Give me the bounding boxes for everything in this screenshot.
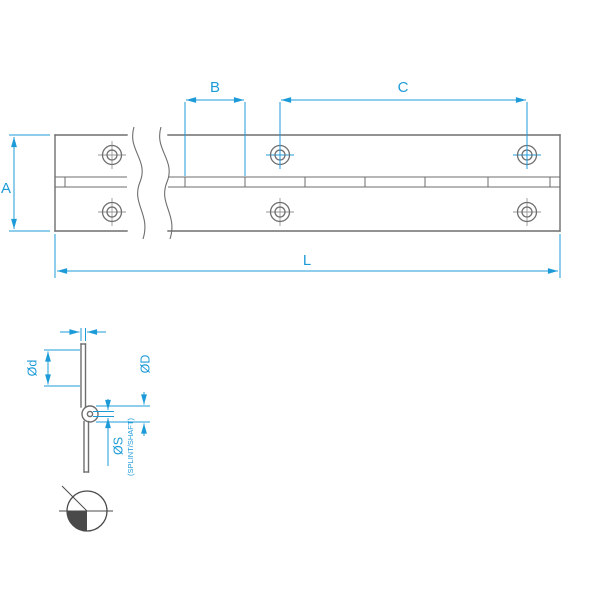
dimension-c-label: C: [398, 79, 409, 96]
symbol-diagonal-line: [61, 485, 88, 512]
dimension-pin: ØS (SPLINT/SHAFT): [93, 399, 135, 476]
hole: [98, 198, 126, 226]
dimension-d-small: Ød: [25, 349, 80, 387]
hole: [98, 141, 126, 169]
hole-inner: [274, 206, 286, 218]
hole-outer: [516, 201, 538, 223]
hole: [513, 198, 541, 226]
hole-outer: [101, 201, 123, 223]
knuckle-band: [55, 176, 560, 188]
dimension-pin-note: (SPLINT/SHAFT): [126, 418, 135, 476]
dimension-c: C: [279, 79, 528, 169]
dimension-a-label: A: [1, 180, 11, 197]
filled-quadrant: [67, 511, 87, 531]
dimension-b-label: B: [210, 79, 220, 96]
upper-leaf: [80, 343, 87, 408]
dimension-d-large-label: ØD: [138, 355, 152, 374]
break-line: [132, 126, 146, 240]
hinge-top-view: A B C L: [1, 79, 561, 278]
projection-symbol: [59, 485, 113, 532]
hinge-section-view: Ød ØD ØS (SPLINT/SHAFT): [25, 328, 152, 476]
dimension-pin-label: ØS: [111, 437, 125, 455]
hole-outer: [101, 144, 123, 166]
hole-inner: [106, 206, 118, 218]
break-line: [159, 126, 173, 240]
dimension-b: B: [184, 79, 246, 176]
break-lines: [132, 126, 173, 240]
dimension-l-label: L: [303, 252, 311, 269]
knuckle-outer: [81, 405, 99, 423]
lower-leaf: [83, 420, 90, 473]
pin-section: [86, 410, 94, 418]
dimension-d-small-label: Ød: [25, 360, 39, 377]
dimension-thickness: [60, 328, 106, 341]
hole-inner: [521, 206, 533, 218]
dimension-d-large: ØD: [96, 355, 152, 436]
hole-inner: [106, 149, 118, 161]
dimension-a: A: [1, 134, 50, 232]
hinge-outline: [54, 134, 561, 232]
knuckle-section: [81, 405, 99, 423]
hole: [266, 198, 294, 226]
dimension-l: L: [54, 234, 561, 278]
hole-outer: [269, 201, 291, 223]
